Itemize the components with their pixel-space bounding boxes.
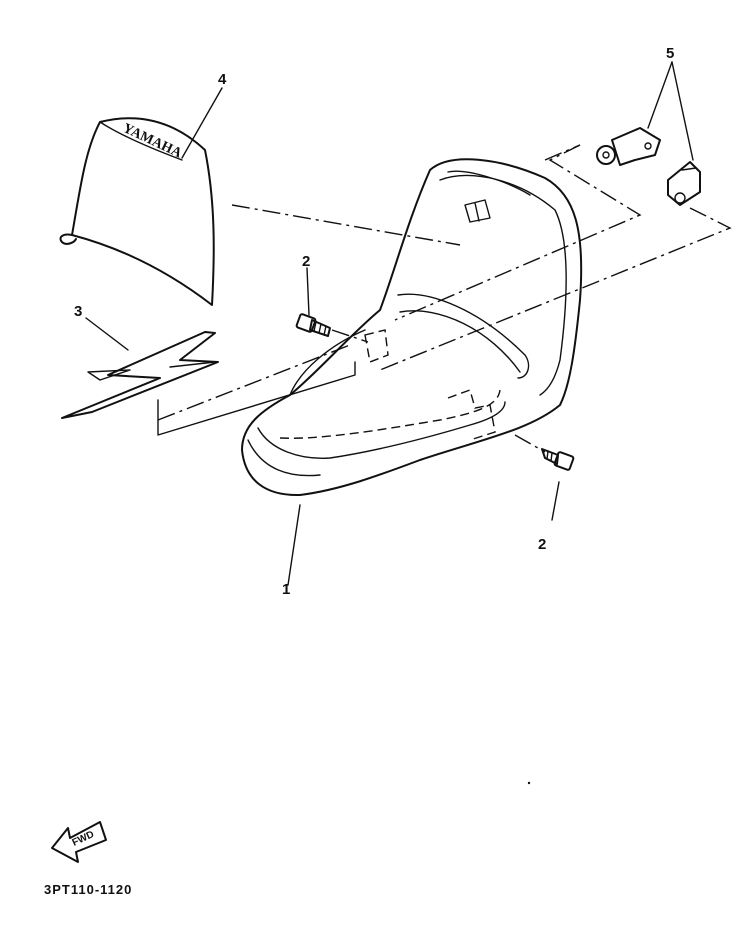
callout-label-1: 1 [282,581,290,598]
brand-mark: YAMAHA [120,121,184,162]
fender-bracket-upper-icon [596,127,661,166]
fender-graphic-decal-icon [61,331,219,419]
callout-label-2-left: 2 [302,253,310,270]
diagram-code: 3PT110-1120 [44,882,132,897]
fender-bracket-lower-icon [667,161,701,206]
fender-bolt-right-icon [541,448,575,471]
number-plate-icon: YAMAHA [59,117,215,306]
forward-arrow-icon: FWD [51,821,107,863]
callout-label-3: 3 [74,303,82,320]
callout-label-5: 5 [666,45,674,62]
callout-leaders [85,61,694,586]
fender-bolt-left-icon [295,313,331,337]
callout-label-4: 4 [218,71,227,88]
stray-dot [527,781,531,785]
callout-label-2-right: 2 [538,536,546,553]
assembly-lines [157,144,732,453]
front-fender-icon [241,158,583,497]
